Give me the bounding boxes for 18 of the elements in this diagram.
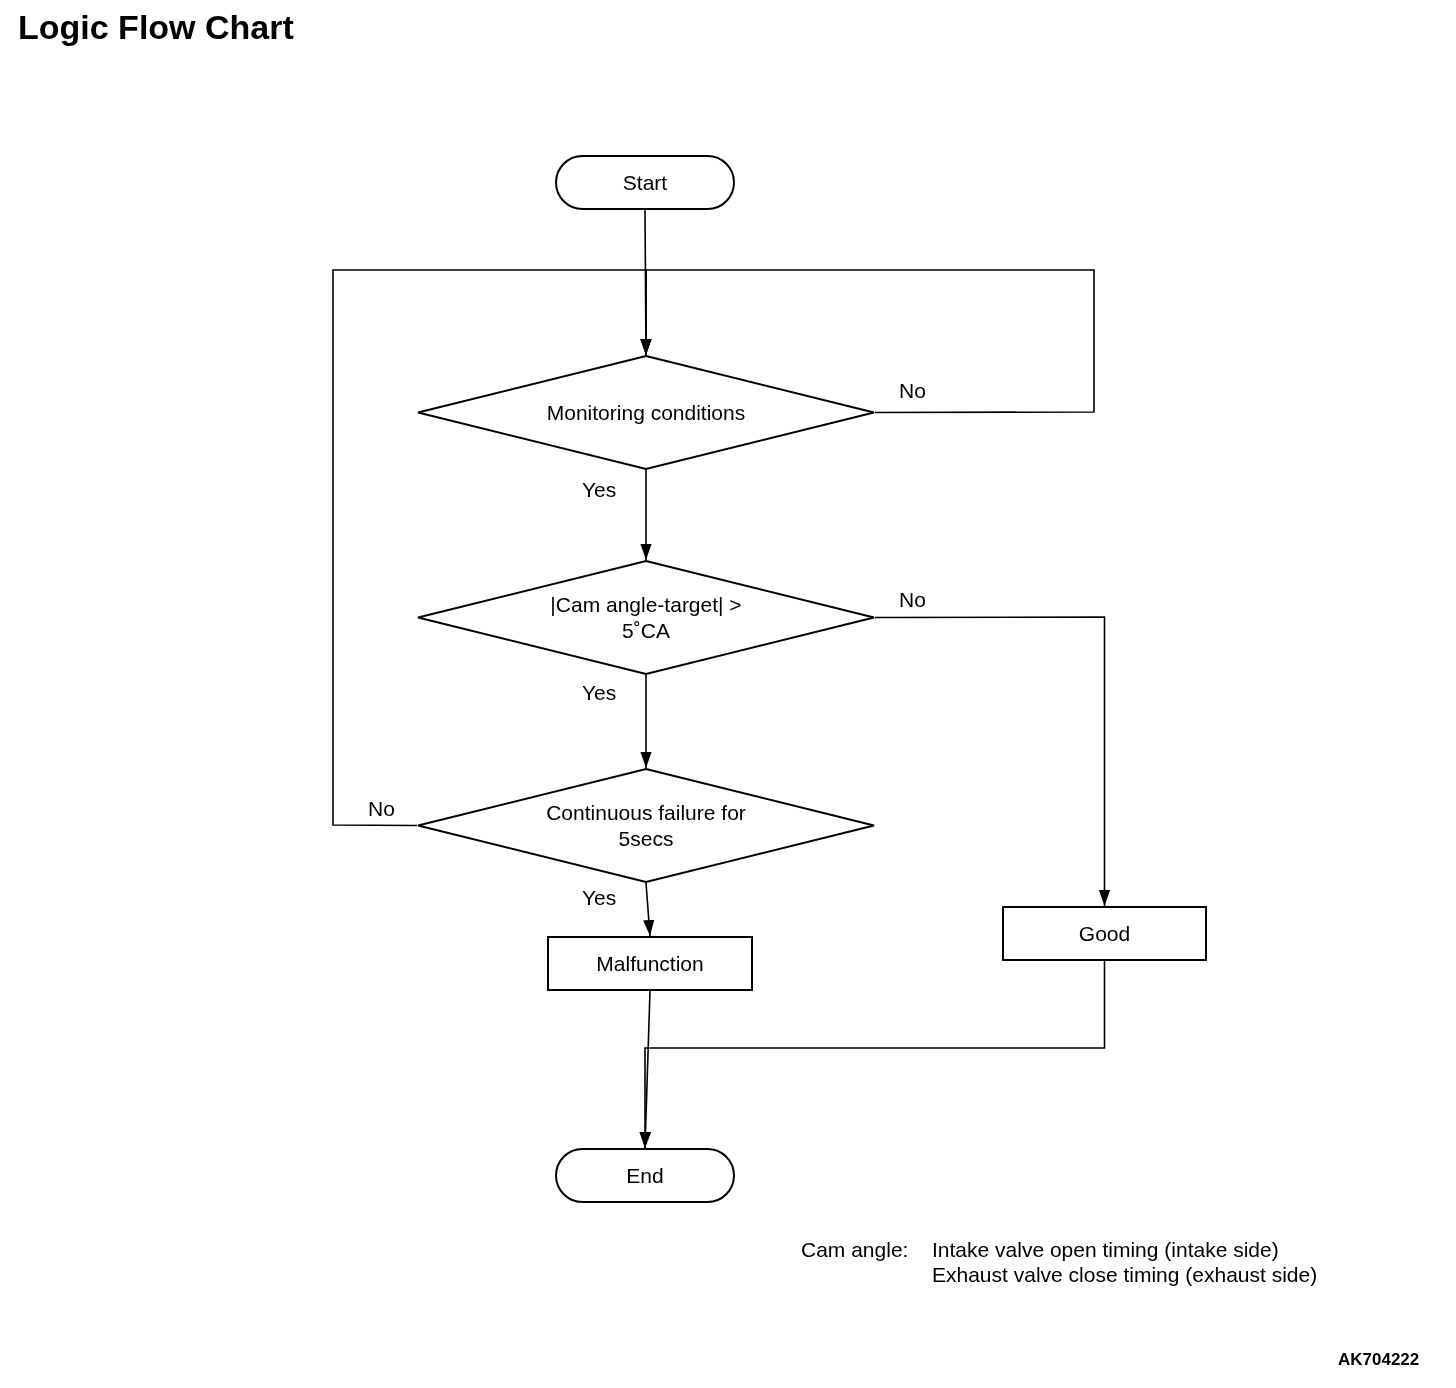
title: Logic Flow Chart bbox=[18, 8, 294, 47]
arrow bbox=[332, 269, 652, 827]
arrow bbox=[640, 674, 652, 769]
arrow bbox=[639, 960, 1106, 1149]
note-text: Intake valve open timing (intake side) bbox=[932, 1238, 1279, 1262]
note-text: Exhaust valve close timing (exhaust side) bbox=[932, 1263, 1318, 1287]
figure-code: AK704222 bbox=[1338, 1350, 1420, 1370]
arrow bbox=[874, 616, 1111, 907]
node-label: Malfunction bbox=[596, 950, 704, 977]
node-label: Monitoring conditions bbox=[546, 399, 746, 426]
arrow bbox=[643, 882, 655, 937]
node-label: |Cam angle-target| > 5˚CA bbox=[549, 592, 743, 643]
node-label: Good bbox=[1078, 920, 1131, 947]
node-label: End bbox=[626, 1162, 664, 1189]
node-label: Continuous failure for 5secs bbox=[546, 800, 746, 851]
arrow bbox=[640, 469, 652, 561]
node-label: Start bbox=[622, 169, 668, 196]
note-text: Cam angle: bbox=[801, 1238, 909, 1262]
